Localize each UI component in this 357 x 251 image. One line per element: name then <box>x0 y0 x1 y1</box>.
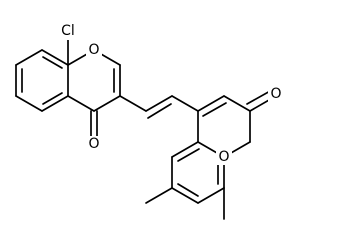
bond <box>42 56 63 69</box>
bond <box>15 49 43 66</box>
chromone-ketone-oxygen-label: O <box>88 136 99 152</box>
vinyl-linker <box>119 95 199 119</box>
bond <box>42 92 63 105</box>
bond <box>171 141 199 158</box>
chromone-pyranone-ring <box>67 49 121 112</box>
chlorine-label: Cl <box>61 23 75 39</box>
bond <box>177 183 199 197</box>
bond <box>41 95 69 112</box>
bond <box>67 95 95 112</box>
chromone-ring-oxygen-label: O <box>88 42 99 58</box>
bond <box>197 187 225 204</box>
bond <box>145 95 173 112</box>
bond <box>202 102 227 117</box>
coumarin-carbonyl-oxygen-label: O <box>270 86 281 102</box>
atom-labels: Cl O O O O <box>57 22 284 165</box>
bond <box>171 95 199 112</box>
bond <box>223 95 251 112</box>
bond <box>197 95 225 112</box>
bond <box>15 95 43 112</box>
coumarin-pyranone-ring <box>197 95 251 158</box>
bond <box>171 187 199 204</box>
bond <box>147 103 172 119</box>
bond-methyl-left <box>145 187 173 204</box>
bond <box>119 95 147 112</box>
coumarin-ring-oxygen-label: O <box>218 149 229 165</box>
chromone-benzene-ring <box>15 49 69 112</box>
bond <box>93 95 121 112</box>
bond <box>177 148 200 162</box>
bond <box>41 49 69 66</box>
methyl-groups <box>145 187 225 220</box>
chromone-ketone <box>90 110 98 141</box>
bond <box>246 89 273 105</box>
